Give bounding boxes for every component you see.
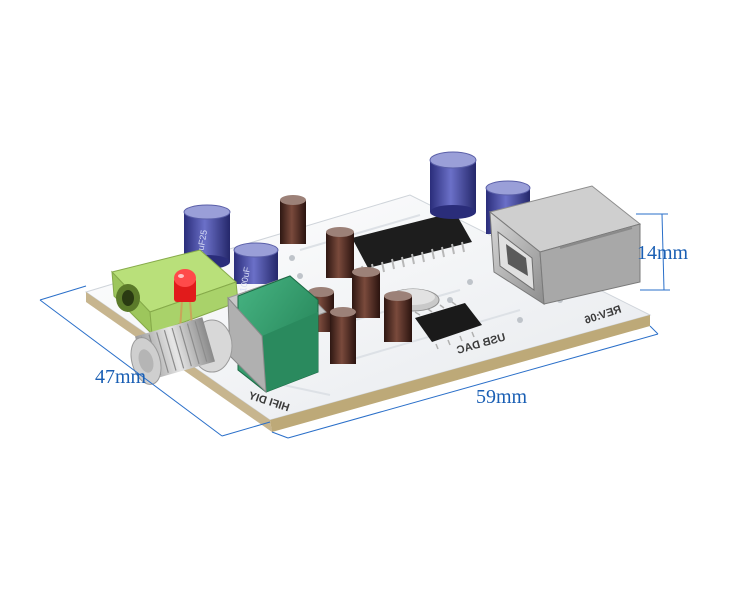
capacitor-value-label-2: 100uF xyxy=(238,266,252,293)
dimension-lines xyxy=(39,213,670,439)
capacitor-brown-2 xyxy=(326,227,354,278)
capacitor-brown-3 xyxy=(352,267,380,318)
capacitor-brown-4 xyxy=(384,291,412,342)
red-led xyxy=(174,269,196,331)
usb-b-connector xyxy=(488,185,642,305)
capacitor-blue-mid: 100uF xyxy=(233,242,279,293)
capacitor-brown-group xyxy=(280,195,412,364)
potentiometer xyxy=(130,275,327,394)
capacitor-brown-6 xyxy=(330,307,356,364)
qfp-chip xyxy=(414,301,482,350)
depth-dimension-label: 47mm xyxy=(95,366,147,388)
capacitor-brown-1 xyxy=(280,195,306,244)
height-dimension-label: 14mm xyxy=(637,242,689,264)
capacitor-blue-top xyxy=(429,151,477,219)
width-dimension-label: 59mm xyxy=(476,386,528,408)
